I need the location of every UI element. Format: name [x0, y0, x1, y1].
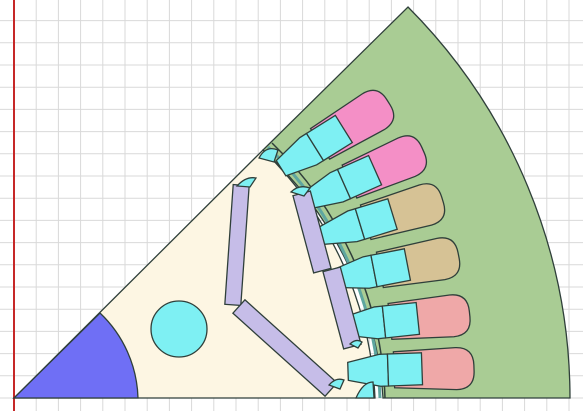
slot-wedge — [381, 301, 421, 339]
barrier-3 — [327, 378, 345, 390]
barrier-2 — [289, 186, 312, 197]
slot-wedge — [370, 248, 412, 288]
stator-slot-5 — [342, 294, 471, 340]
shaft — [12, 312, 139, 399]
slot-wedge — [386, 352, 424, 387]
stator-slot-6 — [347, 346, 475, 391]
stator-slot-1 — [275, 89, 395, 177]
rotor-magnets — [224, 183, 362, 398]
flux-barriers — [235, 147, 375, 399]
slot-wedge — [336, 154, 383, 200]
slot-wedge — [354, 197, 399, 241]
stator-slot-3 — [318, 183, 446, 245]
barrier-4 — [348, 339, 363, 349]
slot-wedge — [305, 114, 354, 162]
barrier-5 — [355, 381, 375, 399]
magnet-right-lower — [322, 266, 362, 350]
magnet-bottom — [231, 298, 339, 398]
barrier-1 — [235, 177, 258, 188]
stator-slot-2 — [302, 135, 428, 210]
barrier-6 — [258, 147, 279, 163]
rotor-cooling-hole — [150, 300, 208, 358]
